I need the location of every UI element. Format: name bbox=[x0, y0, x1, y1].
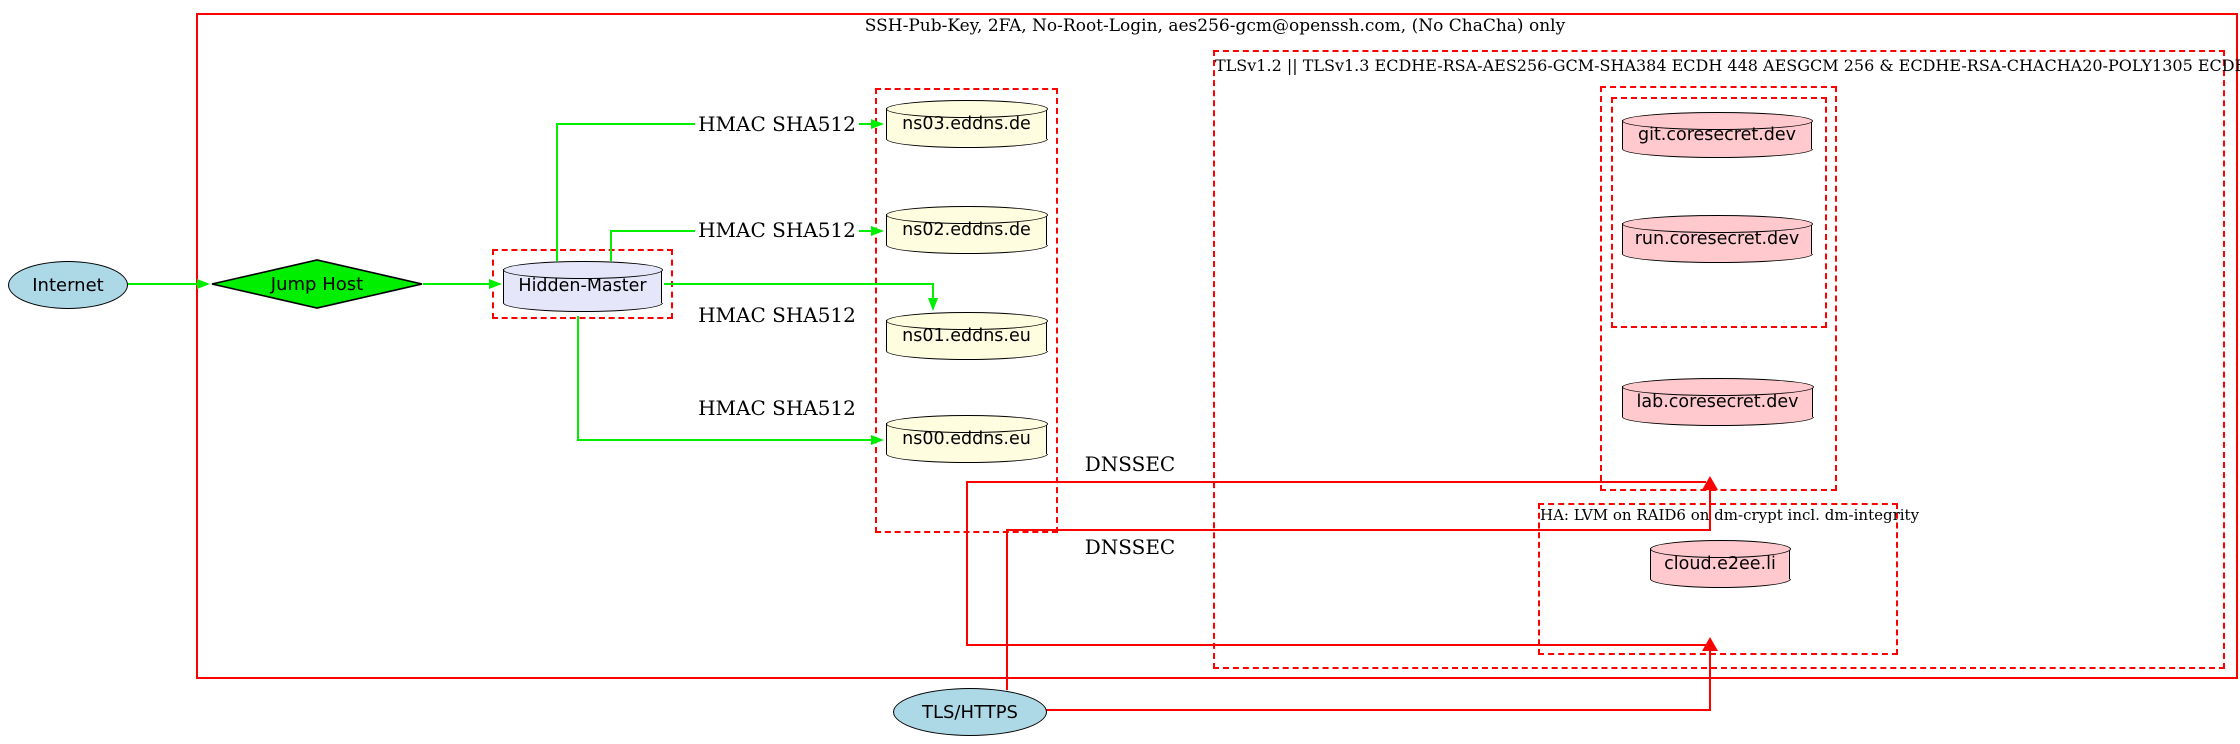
node-git: git.coresecret.dev bbox=[1621, 112, 1813, 149]
edge-dnssec-bottom bbox=[966, 644, 1706, 646]
edge-tls-ha-v bbox=[1709, 649, 1711, 711]
edge-hm-ns00-v bbox=[577, 316, 579, 441]
edge-label-dnssec-2: DNSSEC bbox=[1078, 537, 1182, 557]
arrowhead-hiddenmaster bbox=[489, 279, 502, 289]
node-git-label: git.coresecret.dev bbox=[1637, 124, 1797, 145]
ssh-boundary-label: SSH-Pub-Key, 2FA, No-Root-Login, aes256-… bbox=[864, 16, 1566, 36]
ha-cluster-box bbox=[1538, 503, 1898, 655]
ha-cluster-label: HA: LVM on RAID6 on dm-crypt incl. dm-in… bbox=[1540, 506, 1920, 524]
arrowhead-ns01 bbox=[928, 298, 938, 311]
node-ns03-label: ns03.eddns.de bbox=[902, 113, 1031, 134]
edge-hm-ns01-v bbox=[932, 283, 934, 300]
node-ns00: ns00.eddns.eu bbox=[885, 415, 1048, 454]
coresecret-outer-box bbox=[1600, 86, 1837, 491]
node-tls-https: TLS/HTTPS bbox=[893, 688, 1047, 736]
node-hidden-master: Hidden-Master bbox=[502, 261, 663, 303]
node-internet: Internet bbox=[8, 261, 128, 309]
arrowhead-ha-cluster bbox=[1702, 637, 1718, 651]
node-ns01: ns01.eddns.eu bbox=[885, 312, 1048, 351]
node-tls-https-label: TLS/HTTPS bbox=[921, 701, 1018, 723]
node-ns03: ns03.eddns.de bbox=[885, 100, 1048, 139]
edge-label-hmac-ns02: HMAC SHA512 bbox=[695, 220, 859, 240]
arrowhead-coresecret-cluster bbox=[1702, 476, 1718, 490]
edge-hm-ns00-h bbox=[577, 439, 872, 441]
coresecret-inner-box bbox=[1611, 97, 1827, 328]
node-lab: lab.coresecret.dev bbox=[1621, 378, 1814, 417]
arrowhead-jumphost bbox=[197, 279, 210, 289]
edge-hm-ns02-v bbox=[610, 230, 612, 261]
ssh-boundary-box bbox=[196, 13, 2238, 679]
tls-cluster-box bbox=[1213, 50, 2225, 669]
tls-cluster-label: TLSv1.2 || TLSv1.3 ECDHE-RSA-AES256-GCM-… bbox=[1215, 56, 2240, 75]
edge-tls-coresecret-v bbox=[1709, 488, 1711, 531]
node-cloud-label: cloud.e2ee.li bbox=[1664, 553, 1776, 574]
node-run: run.coresecret.dev bbox=[1621, 215, 1813, 254]
node-cloud: cloud.e2ee.li bbox=[1649, 540, 1791, 579]
node-ns02: ns02.eddns.de bbox=[885, 206, 1048, 245]
node-internet-label: Internet bbox=[32, 274, 104, 296]
node-run-label: run.coresecret.dev bbox=[1634, 228, 1800, 249]
arrowhead-ns03 bbox=[871, 119, 884, 129]
node-ns00-label: ns00.eddns.eu bbox=[902, 428, 1031, 449]
edge-hm-ns03-v bbox=[556, 124, 558, 261]
node-ns01-label: ns01.eddns.eu bbox=[902, 325, 1031, 346]
edge-tls-v-up bbox=[1006, 529, 1008, 690]
edge-internet-jumphost bbox=[127, 283, 198, 285]
edge-dnssec-v1 bbox=[966, 482, 968, 646]
edge-tls-coresecret-h bbox=[1006, 529, 1711, 531]
arrowhead-ns02 bbox=[871, 226, 884, 236]
node-jump-host: Jump Host bbox=[210, 258, 424, 310]
jump-host-diamond-shape bbox=[211, 259, 423, 309]
edge-label-dnssec-1: DNSSEC bbox=[1078, 454, 1182, 474]
eddns-cluster-box bbox=[875, 88, 1058, 533]
node-ns02-label: ns02.eddns.de bbox=[902, 219, 1031, 240]
edge-label-hmac-ns01: HMAC SHA512 bbox=[695, 305, 859, 325]
edge-hm-ns01-h bbox=[664, 283, 934, 285]
edge-label-hmac-ns00: HMAC SHA512 bbox=[695, 398, 859, 418]
edge-dnssec-top bbox=[966, 481, 1706, 483]
node-jump-host-label: Jump Host bbox=[270, 273, 364, 295]
edge-jumphost-hiddenmaster bbox=[423, 283, 490, 285]
edge-label-hmac-ns03: HMAC SHA512 bbox=[695, 114, 859, 134]
arrowhead-ns00 bbox=[871, 435, 884, 445]
node-lab-label: lab.coresecret.dev bbox=[1636, 391, 1799, 412]
edge-tls-ha-h bbox=[1046, 709, 1711, 711]
node-hidden-master-label: Hidden-Master bbox=[518, 276, 647, 296]
